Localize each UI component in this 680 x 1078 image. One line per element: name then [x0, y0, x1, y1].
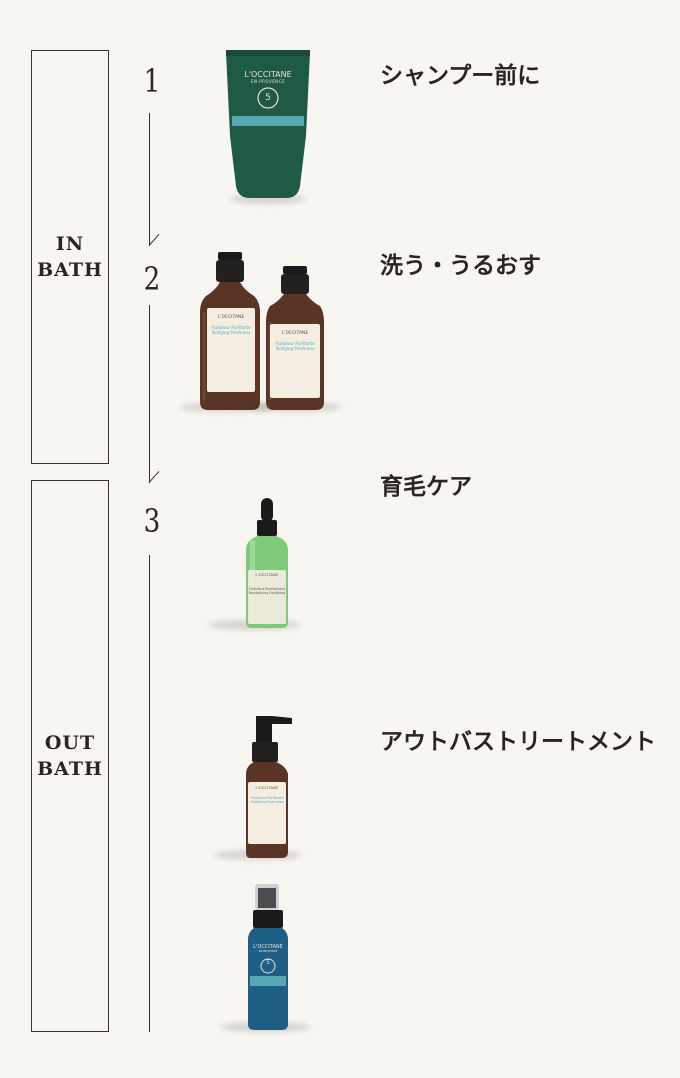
conditioner-brand: L'OCCITANE: [281, 330, 309, 335]
scalp-spray-image: L'OCCITANE Fraîcheur Purifiante Purifyin…: [214, 714, 302, 862]
connector-line-1: [149, 113, 150, 246]
shampoo-line: Fraîcheur Purifiante: [211, 325, 251, 330]
serum-dropper-image: L'OCCITANE Fortifiant Revitalisant Revit…: [208, 498, 300, 632]
mist-badge: 5: [266, 959, 270, 966]
mist-brand: L'OCCITANE: [253, 944, 283, 950]
serum-line-en: Revitalizing Fortifying: [248, 591, 286, 595]
step-title-3: 育毛ケア: [380, 473, 472, 499]
conditioner-line-en: Purifying Freshness: [275, 346, 315, 351]
hair-mist-image: L'OCCITANE EN PROVENCE 5: [220, 884, 310, 1034]
step-number-1: 1: [143, 62, 161, 100]
tube-brand: L'OCCITANE: [244, 70, 292, 79]
connector-arrow-1: [148, 234, 160, 246]
out-bath-label: OUT BATH: [37, 732, 103, 780]
scalp-scrub-tube-image: L'OCCITANE EN PROVENCE 5: [222, 48, 314, 208]
step-title-1: シャンプー前に: [380, 62, 541, 88]
serum-line: Fortifiant Revitalisant: [248, 587, 286, 591]
shampoo-brand: L'OCCITANE: [217, 314, 245, 319]
shampoo-line-en: Purifying Freshness: [211, 330, 251, 335]
connector-line-2: [149, 305, 150, 483]
spray-line: Fraîcheur Purifiante: [250, 796, 284, 800]
outbath-treatment-title: アウトバストリートメント: [380, 728, 656, 754]
connector-line-3: [149, 555, 150, 1032]
conditioner-line: Fraîcheur Purifiante: [275, 341, 315, 346]
step-number-2: 2: [143, 260, 161, 298]
serum-brand: L'OCCITANE: [255, 573, 279, 577]
out-bath-section: OUT BATH: [31, 480, 109, 1032]
step-title-2: 洗う・うるおす: [380, 252, 541, 278]
tube-badge: 5: [265, 93, 271, 103]
spray-line-en: Purifying Freshness: [250, 800, 284, 804]
conditioner-bottle-image: L'OCCITANE Fraîcheur Purifiante Purifyin…: [250, 264, 342, 416]
connector-arrow-2: [148, 471, 160, 483]
tube-origin: EN PROVENCE: [250, 79, 286, 84]
spray-brand: L'OCCITANE: [255, 786, 279, 790]
shampoo-bottle-image: L'OCCITANE Fraîcheur Purifiante Purifyin…: [180, 250, 276, 416]
in-bath-section: IN BATH: [31, 50, 109, 464]
mist-origin: EN PROVENCE: [258, 950, 278, 953]
in-bath-label: IN BATH: [37, 233, 103, 281]
step-number-3: 3: [143, 502, 161, 540]
